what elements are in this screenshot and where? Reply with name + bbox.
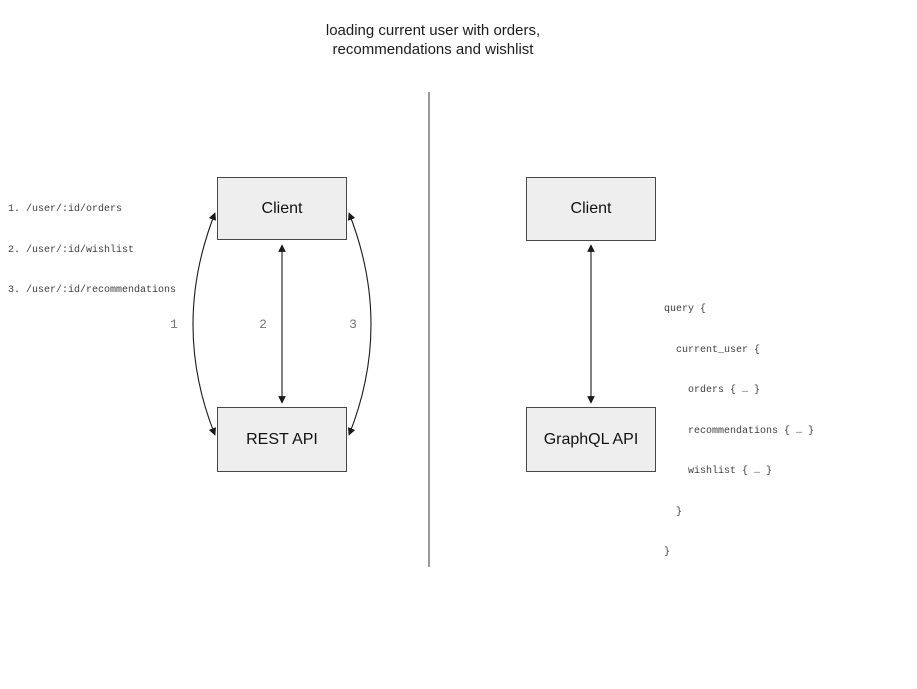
graphql-client-label: Client — [570, 200, 612, 217]
title-line-1: loading current user with orders, — [325, 22, 541, 39]
rest-arrow-2-label: 2 — [259, 317, 267, 332]
query-line: recommendations { … } — [664, 425, 815, 437]
title-line-2: recommendations and wishlist — [332, 41, 534, 58]
rest-client-label: Client — [261, 199, 303, 217]
diagram-title: loading current user with orders, recomm… — [183, 21, 683, 59]
endpoint-line: 1. /user/:id/orders — [8, 204, 123, 215]
query-line: orders { … } — [664, 385, 761, 396]
rest-arrow-1-label: 1 — [170, 317, 178, 332]
query-line: } — [664, 506, 683, 518]
query-line: query { — [664, 304, 707, 315]
rest-arrow-3-label: 3 — [349, 317, 357, 332]
query-line: wishlist { … } — [664, 466, 773, 477]
rest-arrow-1-curve — [192, 212, 217, 436]
query-line: current_user { — [664, 344, 761, 356]
graphql-query-code: query { current_user { orders { … } reco… — [664, 276, 814, 587]
rest-api-label: REST API — [246, 430, 318, 448]
rest-client-box: Client — [217, 177, 347, 240]
rest-api-box: REST API — [217, 407, 347, 472]
endpoint-line: 3. /user/:id/recommendations — [8, 285, 177, 296]
query-line: } — [664, 547, 671, 558]
graphql-api-box: GraphQL API — [526, 407, 656, 472]
graphql-api-label: GraphQL API — [543, 430, 639, 448]
endpoint-line: 2. /user/:id/wishlist — [8, 244, 135, 256]
rest-arrow-3-curve — [347, 212, 372, 436]
graphql-client-box: Client — [526, 177, 656, 241]
rest-endpoints-list: 1. /user/:id/orders 2. /user/:id/wishlis… — [8, 176, 176, 325]
